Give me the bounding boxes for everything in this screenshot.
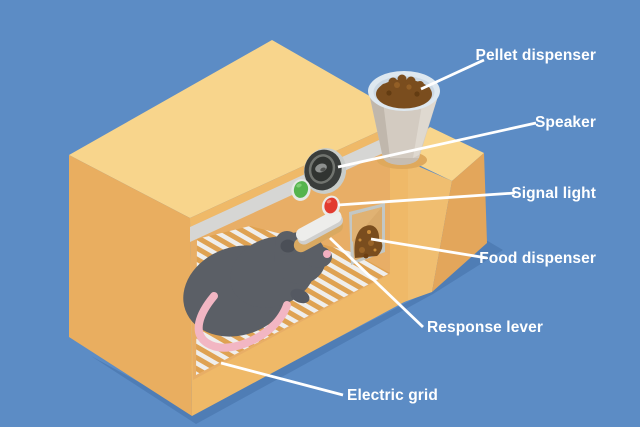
food-pellet-speck — [358, 238, 362, 242]
box-left-face — [69, 155, 192, 416]
rat-paw — [290, 288, 310, 304]
callout-line-signal-light — [337, 191, 516, 207]
label-signal-light: Signal light — [511, 185, 596, 202]
callout-lines — [220, 58, 537, 397]
callout-line-speaker — [337, 121, 537, 169]
callout-line-pellet-dispenser — [420, 58, 485, 91]
label-pellet-dispenser: Pellet dispenser — [475, 47, 596, 64]
speaker-cap-slot — [320, 167, 326, 172]
lower-box-front-face — [404, 160, 452, 302]
pellet-bump-highlight — [394, 82, 400, 88]
callout-line-food-dispenser — [370, 237, 488, 260]
rat-inner-ear — [280, 239, 296, 253]
box-top-face — [69, 40, 408, 218]
pellet-bump-dark — [386, 90, 392, 96]
pellet-dispenser-cup — [368, 71, 440, 169]
rat-tail — [194, 292, 291, 352]
label-response-lever: Response lever — [427, 319, 543, 336]
food-pellet — [363, 253, 369, 259]
lower-box-right-face — [432, 153, 487, 292]
pellet-bump — [406, 76, 416, 86]
wall-panel — [291, 148, 385, 265]
pellet-bump — [397, 74, 407, 84]
lower-box — [398, 127, 487, 302]
food-pellet — [359, 247, 365, 253]
green-light-highlight — [296, 183, 302, 188]
lever-bar — [296, 210, 342, 241]
label-food-dispenser: Food dispenser — [479, 250, 596, 267]
callout-line-electric-grid — [220, 361, 344, 397]
signal-light-highlight — [326, 199, 332, 204]
label-electric-grid: Electric grid — [347, 387, 438, 404]
food-pellet — [368, 240, 374, 246]
cup-body-highlight — [413, 93, 439, 158]
food-pellet-speck — [367, 230, 371, 234]
speaker — [303, 148, 347, 194]
signal-light — [321, 195, 341, 217]
pellet-bump-dark — [414, 91, 420, 97]
rat-nose — [323, 250, 331, 258]
pellet-bump-highlight — [406, 84, 412, 90]
response-lever — [293, 210, 344, 253]
pellet-bump — [380, 83, 390, 93]
food-pellet-speck — [373, 248, 377, 252]
cup-body-shade — [369, 93, 390, 158]
callout-line-response-lever — [329, 236, 424, 329]
label-speaker: Speaker — [534, 114, 596, 131]
cup-pellet-bumps — [380, 74, 431, 94]
food-dispenser-window — [349, 203, 385, 265]
green-light — [291, 179, 311, 201]
